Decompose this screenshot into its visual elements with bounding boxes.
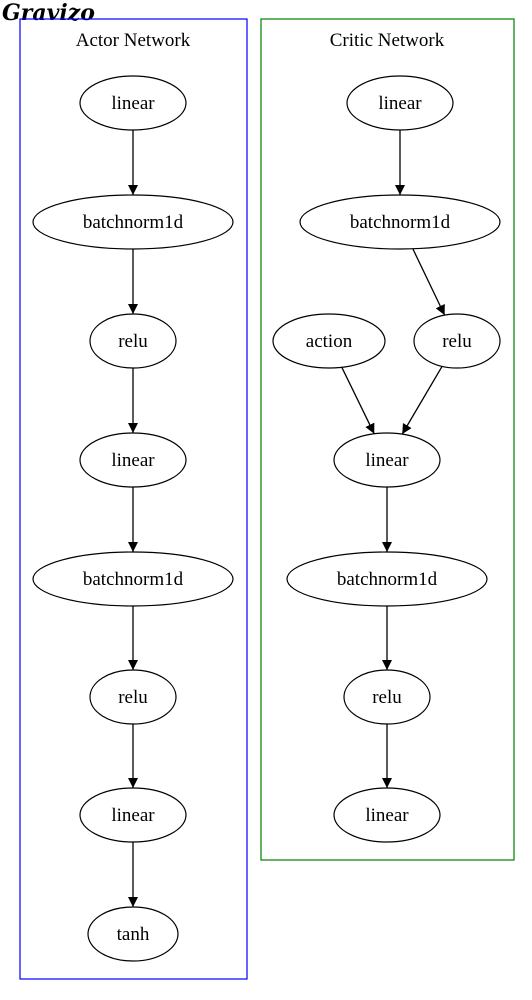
node-c3: relu xyxy=(413,313,501,369)
node-a8: tanh xyxy=(87,906,179,962)
node-label: action xyxy=(306,331,353,352)
node-a5: batchnorm1d xyxy=(32,551,234,607)
node-shape xyxy=(299,194,501,250)
node-shape xyxy=(32,551,234,607)
node-shape xyxy=(79,432,187,488)
critic-network-cluster xyxy=(260,18,515,861)
node-c2: batchnorm1d xyxy=(299,194,501,250)
node-shape xyxy=(346,75,454,131)
node-label: linear xyxy=(365,805,409,826)
node-label: tanh xyxy=(117,924,150,945)
node-shape xyxy=(286,551,488,607)
actor-network-title: Actor Network xyxy=(76,30,191,51)
actor-network-cluster xyxy=(19,18,248,980)
node-shape xyxy=(89,313,177,369)
node-shape xyxy=(89,669,177,725)
node-shape xyxy=(343,669,431,725)
node-shape xyxy=(272,313,386,369)
node-c7: linear xyxy=(333,787,441,843)
node-a6: relu xyxy=(89,669,177,725)
node-a3: relu xyxy=(89,313,177,369)
node-shape xyxy=(79,787,187,843)
edge-c2-to-c3 xyxy=(412,248,446,316)
node-a1: linear xyxy=(79,75,187,131)
nodes: linear batchnorm1d relu linear batchnorm1d re… xyxy=(32,75,501,962)
node-label: linear xyxy=(111,93,155,114)
node-shape xyxy=(333,787,441,843)
node-label: batchnorm1d xyxy=(337,569,438,590)
edges xyxy=(128,130,446,907)
node-c5: batchnorm1d xyxy=(286,551,488,607)
node-label: relu xyxy=(118,331,148,352)
node-a7: linear xyxy=(79,787,187,843)
node-shape xyxy=(87,906,179,962)
node-label: batchnorm1d xyxy=(83,212,184,233)
gravizo-logo: Gravizo xyxy=(2,0,95,26)
node-label: relu xyxy=(372,687,402,708)
node-label: relu xyxy=(442,331,472,352)
node-c4: linear xyxy=(333,432,441,488)
node-label: linear xyxy=(378,93,422,114)
node-shape xyxy=(333,432,441,488)
node-label: linear xyxy=(111,450,155,471)
node-label: relu xyxy=(118,687,148,708)
node-shape xyxy=(413,313,501,369)
node-shape xyxy=(79,75,187,131)
node-label: linear xyxy=(111,805,155,826)
node-shape xyxy=(32,194,234,250)
edge-c_action-to-c4 xyxy=(341,366,375,435)
node-c_action: action xyxy=(272,313,386,369)
node-a4: linear xyxy=(79,432,187,488)
node-a2: batchnorm1d xyxy=(32,194,234,250)
node-label: batchnorm1d xyxy=(83,569,184,590)
critic-network-title: Critic Network xyxy=(330,30,445,51)
node-c6: relu xyxy=(343,669,431,725)
edge-c3-to-c4 xyxy=(401,365,443,435)
node-label: batchnorm1d xyxy=(350,212,451,233)
node-c1: linear xyxy=(346,75,454,131)
node-label: linear xyxy=(365,450,409,471)
